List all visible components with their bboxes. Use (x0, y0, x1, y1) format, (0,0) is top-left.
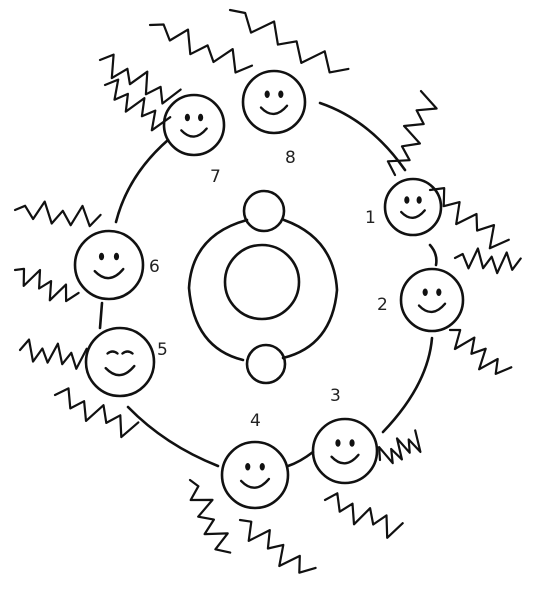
face-1-right-eye (417, 196, 422, 204)
face-2-mouth (419, 304, 445, 312)
face-8-head (243, 71, 305, 133)
face-7-rays (100, 55, 181, 104)
face-5-rays (20, 340, 87, 369)
face-2-rays (450, 330, 511, 374)
face-1-rays (388, 91, 437, 175)
face-3-rays (379, 430, 420, 463)
face-7-head (164, 95, 224, 155)
face-6-right-eye (114, 253, 119, 261)
outer-ring (100, 103, 436, 466)
face-2-head (401, 269, 463, 331)
face-8-left-eye (265, 90, 270, 98)
face-1-rays (430, 188, 509, 248)
face-4-head (222, 442, 288, 508)
face-label-4: 4 (250, 413, 261, 430)
face-4-rays (190, 480, 230, 553)
face-7-mouth (181, 129, 206, 137)
face-2 (401, 249, 521, 374)
face-3-mouth (332, 455, 359, 464)
face-2-rays (455, 249, 521, 274)
face-7 (100, 55, 224, 155)
face-label-1: 1 (365, 210, 376, 227)
bottom-moon (247, 345, 285, 383)
center-planet (225, 245, 299, 319)
face-4-right-eye (260, 463, 265, 471)
face-3-head (313, 419, 377, 483)
face-4-mouth (241, 479, 269, 488)
face-6-mouth (95, 269, 124, 278)
face-6-left-eye (99, 253, 104, 261)
face-1-mouth (401, 210, 425, 217)
face-6-rays (15, 202, 101, 227)
face-8-right-eye (278, 90, 283, 98)
face-2-right-eye (436, 288, 441, 296)
face-7-right-eye (198, 114, 203, 122)
face-5 (20, 328, 154, 437)
face-3 (313, 419, 420, 538)
face-label-8: 8 (285, 150, 296, 167)
face-3-left-eye (335, 439, 340, 447)
face-1-left-eye (404, 196, 409, 204)
face-6-rays (15, 269, 79, 301)
face-5-mouth (106, 366, 135, 375)
face-8-rays (230, 10, 348, 72)
face-4-left-eye (245, 463, 250, 471)
face-label-2: 2 (377, 297, 388, 314)
face-3-right-eye (349, 439, 354, 447)
orbit-left-arc (189, 220, 247, 360)
face-3-rays (325, 493, 403, 538)
face-label-3: 3 (330, 388, 341, 405)
face-8 (150, 10, 348, 133)
top-moon (244, 191, 284, 231)
face-2-left-eye (423, 288, 428, 296)
face-4-rays (240, 520, 316, 573)
face-label-6: 6 (149, 259, 160, 276)
center-planet-group (189, 191, 337, 383)
face-6 (15, 202, 143, 302)
orbit-right-arc (283, 220, 337, 358)
faces-group (15, 10, 521, 573)
face-5-head (86, 328, 154, 396)
face-label-5: 5 (157, 342, 168, 359)
face-1-head (385, 179, 441, 235)
face-5-right-eye (122, 352, 132, 354)
face-8-rays (150, 25, 252, 73)
face-7-left-eye (185, 114, 190, 122)
face-6-head (75, 231, 143, 299)
face-5-left-eye (108, 352, 118, 354)
face-8-mouth (261, 106, 287, 114)
face-label-7: 7 (210, 169, 221, 186)
